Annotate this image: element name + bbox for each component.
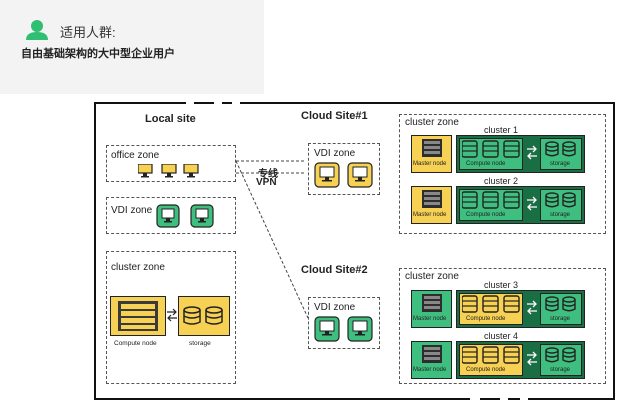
compute-servers-icon: [462, 346, 520, 364]
frame-gap: [500, 396, 508, 402]
server-icon: [422, 294, 442, 312]
audience-card: [0, 0, 264, 94]
vpn-label-line2: VPN: [256, 177, 277, 188]
local-site-title: Local site: [145, 113, 196, 125]
cluster-1-compute-label: Compute node: [466, 161, 506, 167]
office-zone-label: office zone: [111, 150, 160, 161]
cluster-1-master-label: Master node: [413, 161, 447, 167]
sync-arrows-icon: [527, 145, 537, 160]
storage-icon: [545, 296, 576, 312]
cluster-4-title: cluster 4: [484, 331, 519, 341]
cloud1-cluster-zone-label: cluster zone: [405, 117, 459, 128]
cluster-2-compute-label: Compute node: [466, 212, 506, 218]
local-compute-node-label: Compute node: [114, 340, 157, 347]
vdi-terminal-icon: [347, 316, 373, 342]
cluster-3-title: cluster 3: [484, 280, 519, 290]
cluster-2-master-label: Master node: [413, 212, 447, 218]
cloud2-vdi-zone-label: VDI zone: [314, 302, 356, 313]
cluster-4-master-label: Master node: [413, 367, 447, 373]
vpn-label-line1: 专线: [258, 169, 278, 180]
user-icon: [26, 20, 48, 40]
vdi-terminal-icon: [190, 204, 214, 228]
sync-arrows-icon: [167, 308, 177, 322]
cloud-site-2-title: Cloud Site#2: [301, 264, 368, 276]
cluster-4-compute-node: [459, 344, 523, 376]
frame-gap: [232, 99, 240, 105]
cluster-4-storage-label: storage: [550, 367, 571, 373]
vdi-terminal-icon: [156, 204, 180, 228]
office-pcs: [138, 164, 199, 178]
cluster-2-storage-label: storage: [550, 212, 571, 218]
local-cluster-zone-label: cluster zone: [111, 262, 165, 273]
cluster-2-title: cluster 2: [484, 176, 519, 186]
server-icon: [422, 345, 442, 363]
cluster-2-compute-node: [459, 189, 523, 221]
vdi-terminal-icon: [314, 316, 340, 342]
storage-icon: [545, 141, 576, 157]
frame-gap: [214, 99, 222, 105]
cluster-3-master-label: Master node: [413, 316, 447, 322]
frame-gap: [186, 99, 194, 105]
sync-arrows-icon: [527, 196, 537, 211]
server-rack-icon: [118, 301, 158, 331]
storage-icon: [183, 306, 223, 325]
cluster-1-compute-node: [459, 138, 523, 170]
server-icon: [422, 139, 442, 157]
cluster-4-compute-label: Compute node: [466, 367, 506, 373]
compute-servers-icon: [462, 295, 520, 313]
vdi-terminal-icon: [314, 162, 340, 188]
cluster-1-title: cluster 1: [484, 125, 519, 135]
storage-icon: [545, 192, 576, 208]
cloud1-vdi-zone-label: VDI zone: [314, 148, 356, 159]
local-vdi-zone-label: VDI zone: [111, 205, 153, 216]
audience-subtitle: 自由基础架构的大中型企业用户: [21, 48, 175, 60]
cluster-3-compute-label: Compute node: [466, 316, 506, 322]
monitor-icon: [161, 164, 177, 178]
sync-arrows-icon: [527, 300, 537, 315]
cloud2-cluster-zone-label: cluster zone: [405, 271, 459, 282]
cloud-site-1-title: Cloud Site#1: [301, 110, 368, 122]
monitor-icon: [183, 164, 199, 178]
cloud2-vdi-terminals: [314, 316, 373, 342]
sync-arrows-icon: [527, 351, 537, 366]
frame-gap: [470, 396, 480, 402]
audience-title: 适用人群:: [60, 25, 116, 40]
server-icon: [422, 190, 442, 208]
local-storage-label: storage: [189, 340, 211, 347]
storage-icon: [545, 347, 576, 363]
cloud1-vdi-terminals: [314, 162, 373, 188]
cluster-3-storage-label: storage: [550, 316, 571, 322]
frame-gap: [520, 396, 528, 402]
compute-servers-icon: [462, 191, 520, 209]
cluster-3-compute-node: [459, 293, 523, 325]
monitor-icon: [138, 164, 153, 178]
compute-servers-icon: [462, 140, 520, 158]
cluster-1-storage-label: storage: [550, 161, 571, 167]
vdi-terminal-icon: [347, 162, 373, 188]
local-vdi-terminals: [156, 204, 214, 228]
